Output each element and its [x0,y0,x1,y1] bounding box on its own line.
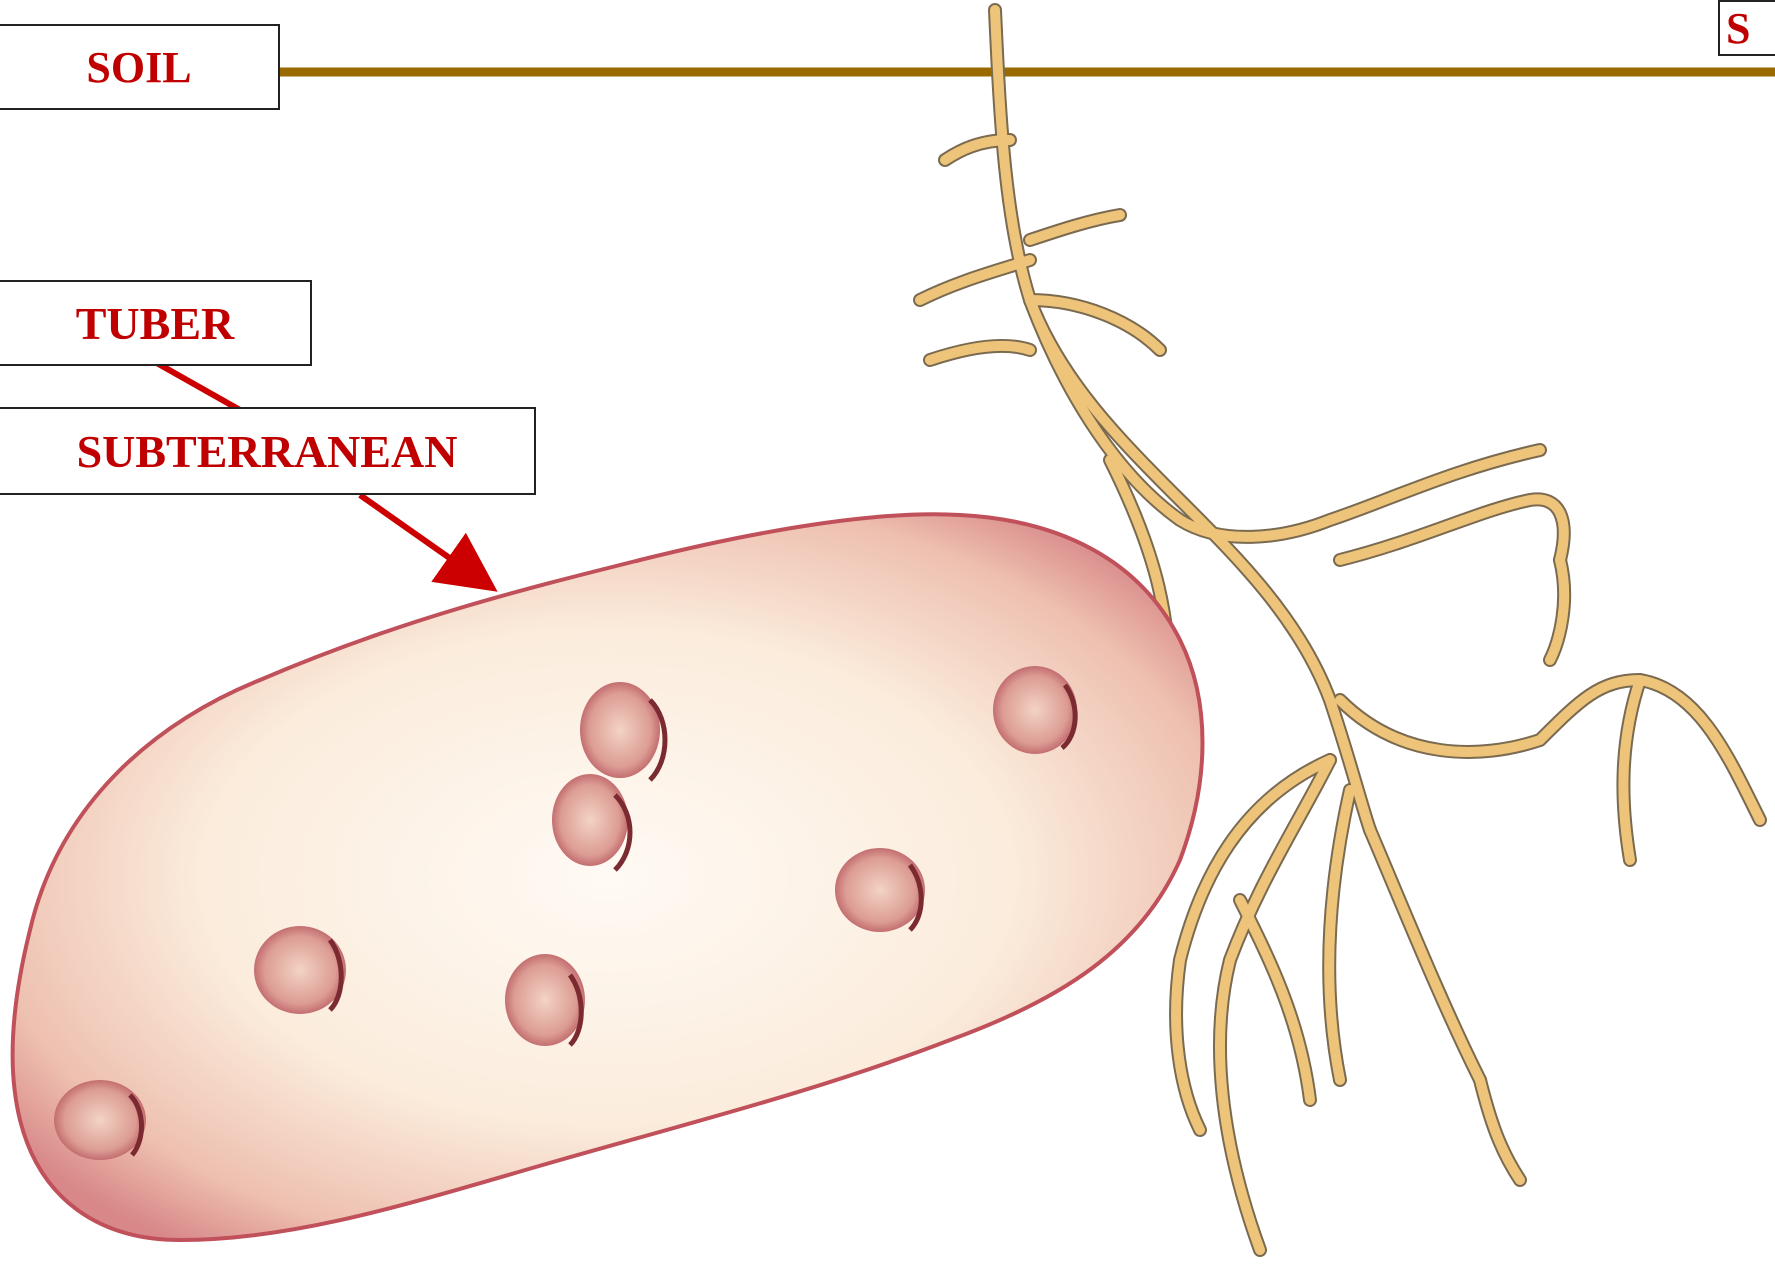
tuber-arrow [155,362,240,410]
tuber-eye [993,666,1077,754]
soil-label-text: SOIL [86,42,191,93]
corner-label: S [1718,0,1775,56]
potato-tuber [13,514,1203,1240]
tuber-label-text: TUBER [76,297,234,350]
subterranean-label: SUBTERRANEAN [0,407,536,495]
tuber-eye [835,848,925,932]
tuber-eye [580,682,660,778]
soil-label: SOIL [0,24,280,110]
corner-label-text: S [1726,3,1750,54]
tuber-eye [552,774,628,866]
subterranean-label-text: SUBTERRANEAN [77,425,458,478]
subterranean-arrow [360,495,478,578]
tuber-eye [54,1080,146,1160]
tuber-label: TUBER [0,280,312,366]
tuber-eye [505,954,585,1046]
